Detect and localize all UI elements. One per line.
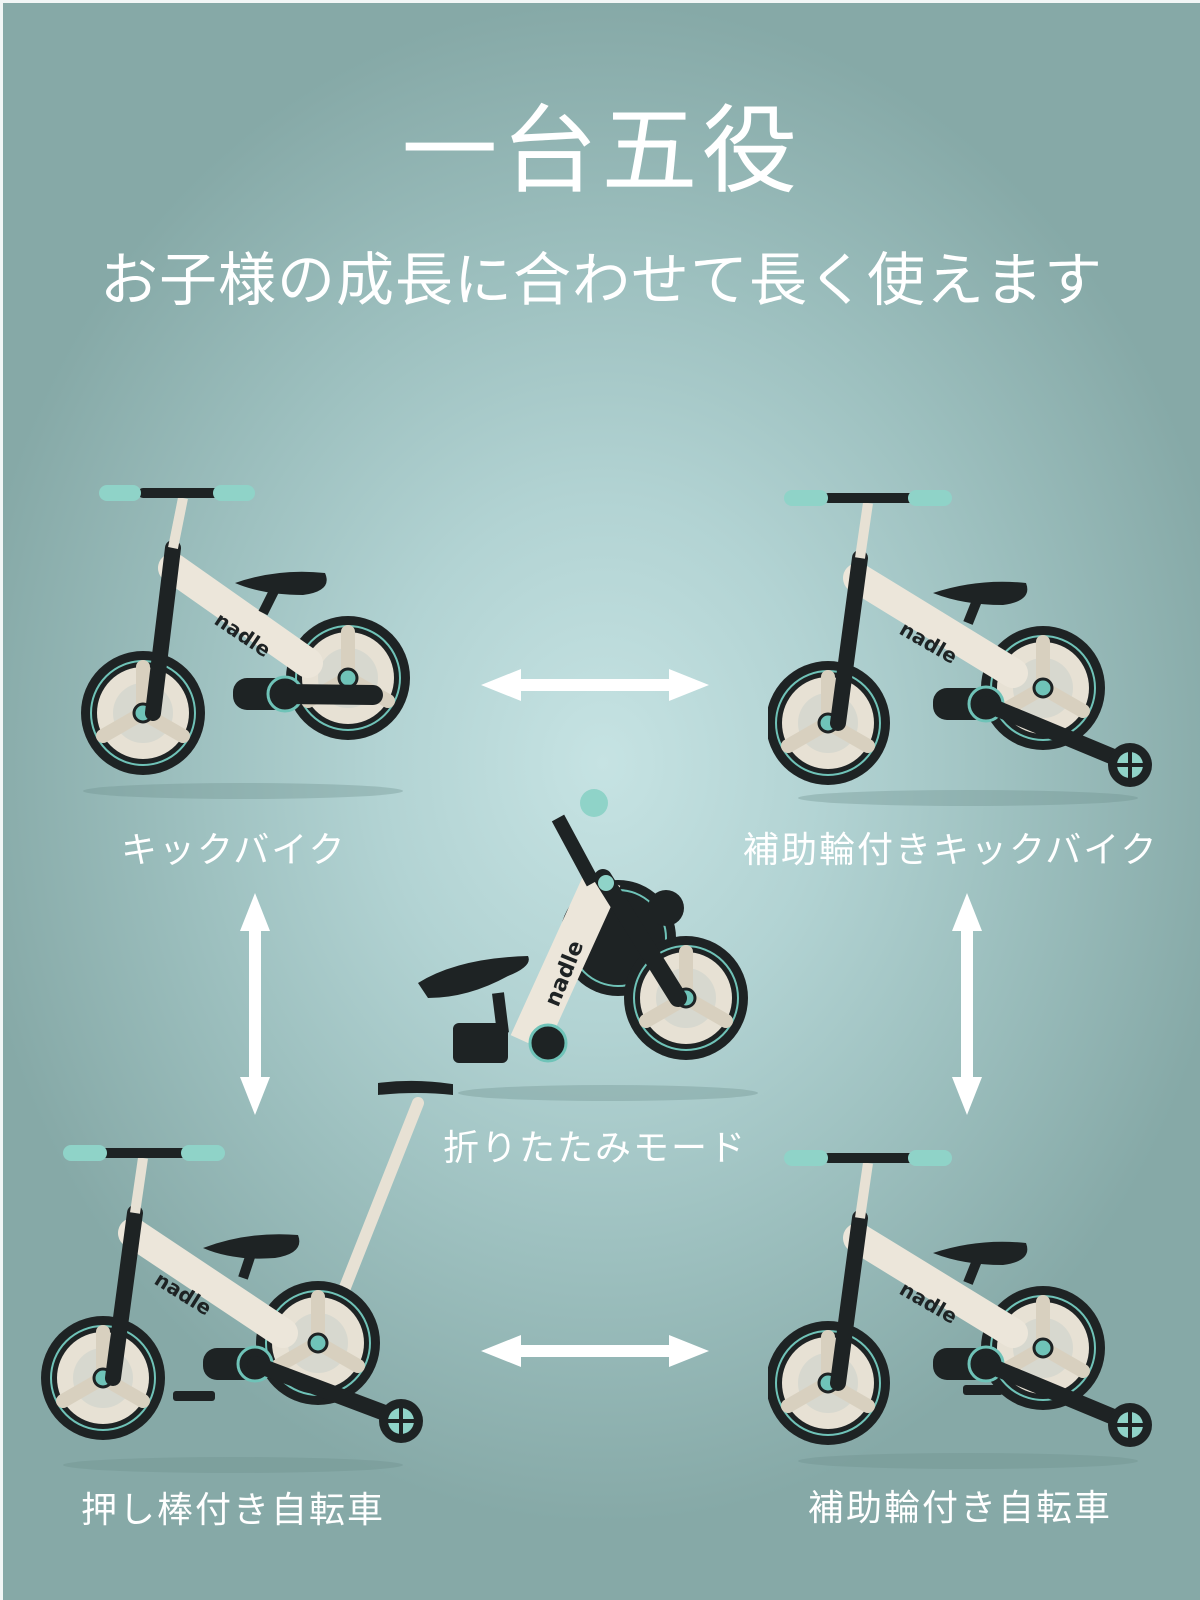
double-arrow-vertical-left — [240, 893, 270, 1115]
double-arrow-horizontal-top — [481, 669, 709, 701]
bike-push-bar-image: nadle — [33, 1080, 453, 1473]
mode-label-bike-push-bar: 押し棒付き自転車 — [81, 1490, 386, 1531]
double-arrow-horizontal-bottom — [481, 1335, 709, 1367]
kick-bike-training-wheels-image: nadle — [768, 490, 1154, 806]
bike-training-wheels-image: nadle — [768, 1150, 1154, 1469]
mode-label-kick-bike: キックバイク — [121, 830, 347, 871]
page-title: 一台五役 — [401, 95, 802, 207]
mode-label-folding-mode: 折りたたみモード — [443, 1128, 748, 1169]
mode-label-bike-training-wheels: 補助輪付き自転車 — [808, 1488, 1113, 1529]
kick-bike-image: nadle — [63, 485, 423, 799]
double-arrow-vertical-right — [952, 893, 982, 1115]
mode-label-kick-bike-training-wheels: 補助輪付きキックバイク — [743, 830, 1159, 871]
folding-mode-image: nadle — [418, 789, 758, 1101]
page-subtitle: お子様の成長に合わせて長く使えます — [99, 246, 1103, 314]
